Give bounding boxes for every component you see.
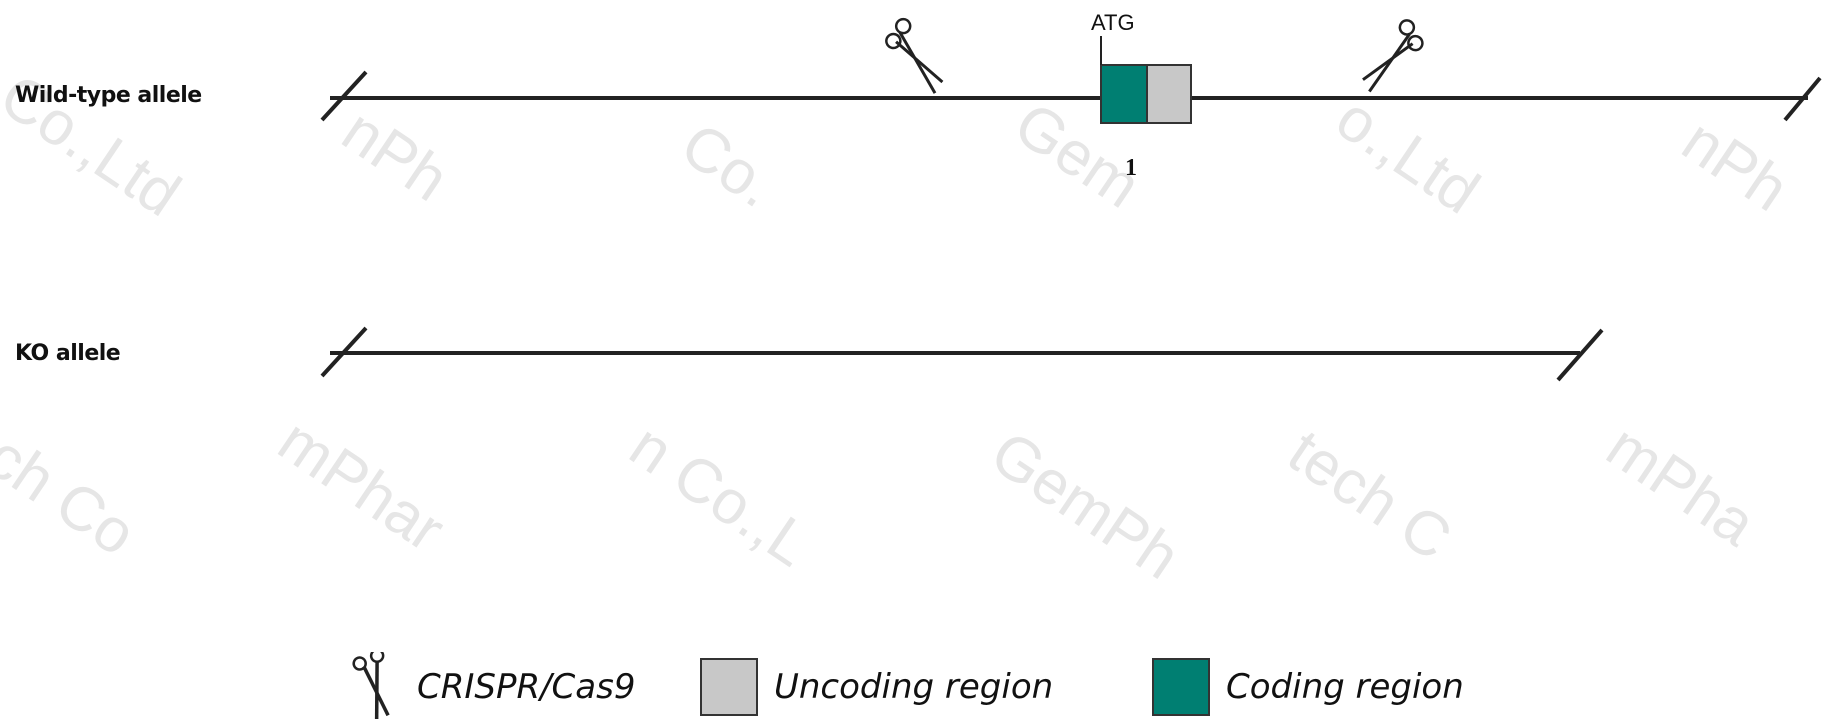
legend-uncoding-label: Uncoding region [774,667,1054,707]
legend-item-uncoding: Uncoding region [700,658,1053,716]
scissors-icon [1362,19,1424,93]
atg-label: ATG [1091,10,1135,35]
legend-item-coding: Coding region [1152,658,1464,716]
uncoding-region-box [1146,64,1192,124]
coding-region-box [1100,64,1148,124]
wild-type-allele-label: Wild-type allele [15,83,202,108]
wild-type-allele: ATG 1 [320,10,1822,181]
legend-item-crispr: CRISPR/Cas9 [345,652,635,722]
legend-crispr-label: CRISPR/Cas9 [417,667,636,707]
exon-number-label: 1 [1125,155,1137,181]
right-break-mark [1783,76,1822,122]
coding-swatch [1152,658,1210,716]
uncoding-swatch [700,658,758,716]
legend-coding-label: Coding region [1226,667,1464,707]
left-break-mark [320,70,368,122]
scissors-icon [885,17,944,94]
ko-left-break-mark [320,326,368,378]
scissors-icon [352,652,390,720]
ko-right-break-mark [1556,328,1604,382]
ko-allele [320,326,1604,382]
ko-allele-label: KO allele [15,341,121,366]
